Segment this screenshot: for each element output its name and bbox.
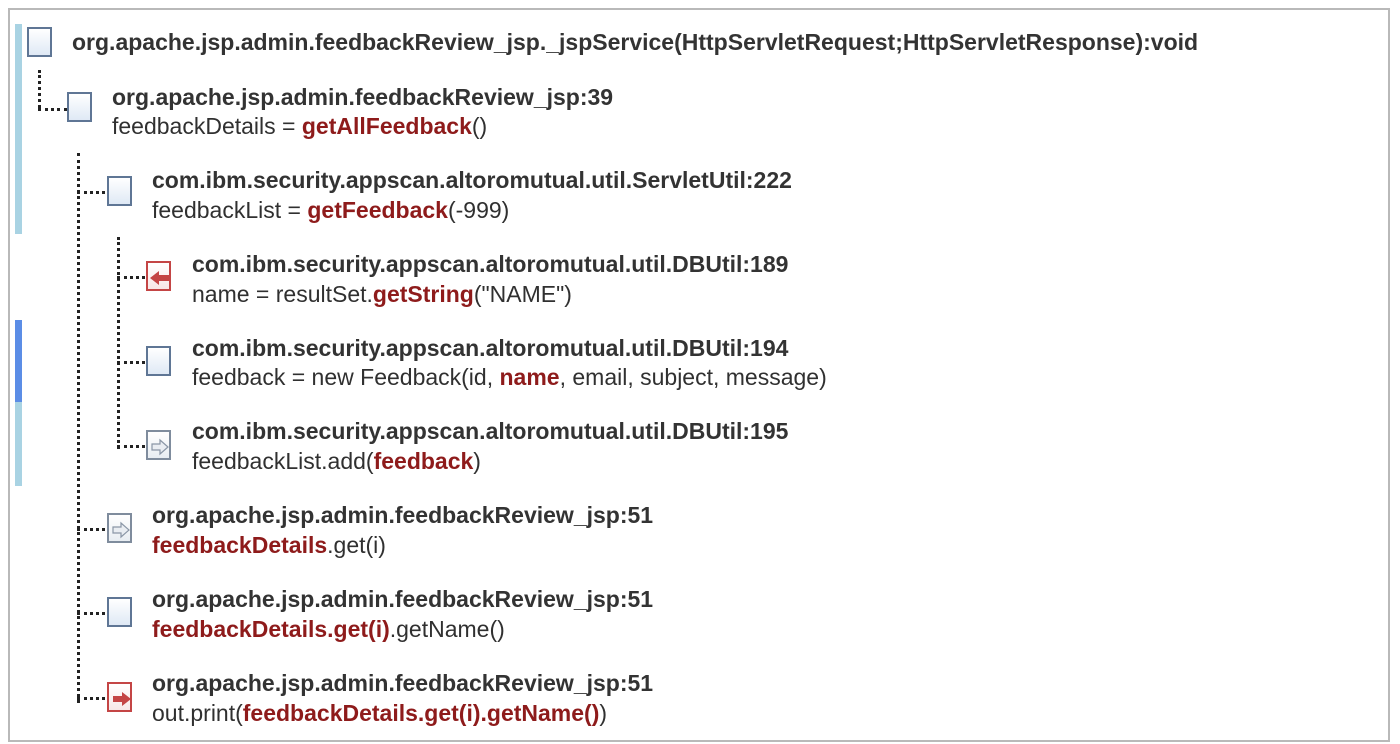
tree-connector xyxy=(38,70,41,108)
node-location: org.apache.jsp.admin.feedbackReview_jsp:… xyxy=(152,670,654,696)
propagation-icon xyxy=(146,430,171,460)
node-location: com.ibm.security.appscan.altoromutual.ut… xyxy=(192,418,789,444)
node-location: com.ibm.security.appscan.altoromutual.ut… xyxy=(152,167,792,193)
node-code: feedbackDetails = getAllFeedback() xyxy=(112,113,488,139)
node-location: org.apache.jsp.admin.feedbackReview_jsp:… xyxy=(152,586,654,612)
method-node-icon xyxy=(27,27,52,57)
node-location: org.apache.jsp.admin.feedbackReview_jsp:… xyxy=(152,502,654,528)
node-location: org.apache.jsp.admin.feedbackReview_jsp:… xyxy=(112,84,614,110)
method-node-icon xyxy=(107,176,132,206)
tree-connector xyxy=(77,153,80,703)
node-location: com.ibm.security.appscan.altoromutual.ut… xyxy=(192,335,789,361)
node-code: feedbackDetails.get(i).getName() xyxy=(152,616,505,642)
tree-connector xyxy=(77,528,105,531)
method-node-icon xyxy=(146,346,171,376)
tree-connector xyxy=(117,445,145,448)
node-code: name = resultSet.getString("NAME") xyxy=(192,281,572,307)
taint-sink-icon xyxy=(107,682,132,712)
method-node-icon xyxy=(107,597,132,627)
node-code: out.print(feedbackDetails.get(i).getName… xyxy=(152,700,608,726)
node-location: com.ibm.security.appscan.altoromutual.ut… xyxy=(192,251,789,277)
propagation-icon xyxy=(107,513,132,543)
taint-source-icon xyxy=(146,261,171,291)
tree-connector xyxy=(117,276,145,279)
tree-connector xyxy=(38,108,67,111)
node-code: feedbackList = getFeedback(-999) xyxy=(152,197,510,223)
node-code: feedbackList.add(feedback) xyxy=(192,448,481,474)
tree-connector xyxy=(117,237,120,449)
gutter-marker-selected xyxy=(15,320,22,402)
tree-connector xyxy=(117,361,145,364)
method-node-icon xyxy=(67,92,92,122)
tree-connector xyxy=(77,697,105,700)
tree-connector xyxy=(77,191,105,194)
root-method-signature[interactable]: org.apache.jsp.admin.feedbackReview_jsp.… xyxy=(72,29,1199,55)
node-code: feedbackDetails.get(i) xyxy=(152,532,386,558)
node-code: feedback = new Feedback(id, name, email,… xyxy=(192,364,827,390)
gutter-marker xyxy=(15,402,22,486)
gutter-marker xyxy=(15,24,22,234)
tree-connector xyxy=(77,612,105,615)
trace-panel xyxy=(8,8,1390,742)
